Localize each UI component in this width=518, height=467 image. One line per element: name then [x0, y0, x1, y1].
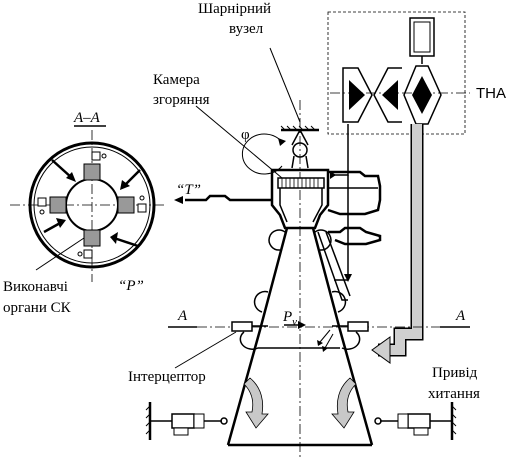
tna-box: [327, 11, 470, 135]
t-force-line: [174, 194, 272, 204]
nozzle: [226, 227, 374, 447]
actuators-label-line2: органи СК: [3, 300, 72, 316]
interceptor-label: Інтерцептор: [128, 369, 206, 385]
chamber-label-line1: Камера: [153, 72, 200, 88]
pump-symbol-3: [403, 65, 442, 125]
p-force-label: “P”: [118, 278, 144, 294]
gas-duct: [371, 124, 424, 364]
section-view-aa: [10, 125, 165, 282]
feed-line-left: [330, 124, 352, 282]
t-force-label: “T”: [176, 182, 201, 198]
chamber-label-line2: згоряння: [153, 92, 210, 108]
swing-drive-right: [374, 402, 457, 440]
chamber-leader: [195, 105, 283, 179]
exhaust-flow-arrows: [243, 377, 357, 429]
joint-label-line1: Шарнірний: [198, 1, 271, 17]
pump-symbol-1: [342, 67, 373, 123]
combustion-chamber: [270, 168, 330, 230]
actuators-label-line1: Виконавчі: [3, 279, 68, 295]
tna-label: ТНА: [476, 85, 506, 102]
interceptor-units: [231, 321, 369, 352]
drive-label-line2: хитання: [428, 386, 480, 402]
drive-label-line1: Привід: [432, 365, 478, 381]
a-left-label: А: [177, 308, 188, 324]
phi-label: φ: [241, 127, 250, 143]
interceptor-leader: [174, 331, 237, 369]
turbopump-unit: [342, 17, 442, 125]
swing-drive-left: [145, 402, 228, 440]
pump-symbol-2: [373, 67, 402, 123]
chamber-manifold: [327, 170, 382, 246]
section-label: А–А: [73, 110, 101, 126]
a-right-label: А: [455, 308, 466, 324]
joint-label-line2: вузел: [229, 21, 264, 37]
pv-label: Pv: [282, 309, 297, 328]
